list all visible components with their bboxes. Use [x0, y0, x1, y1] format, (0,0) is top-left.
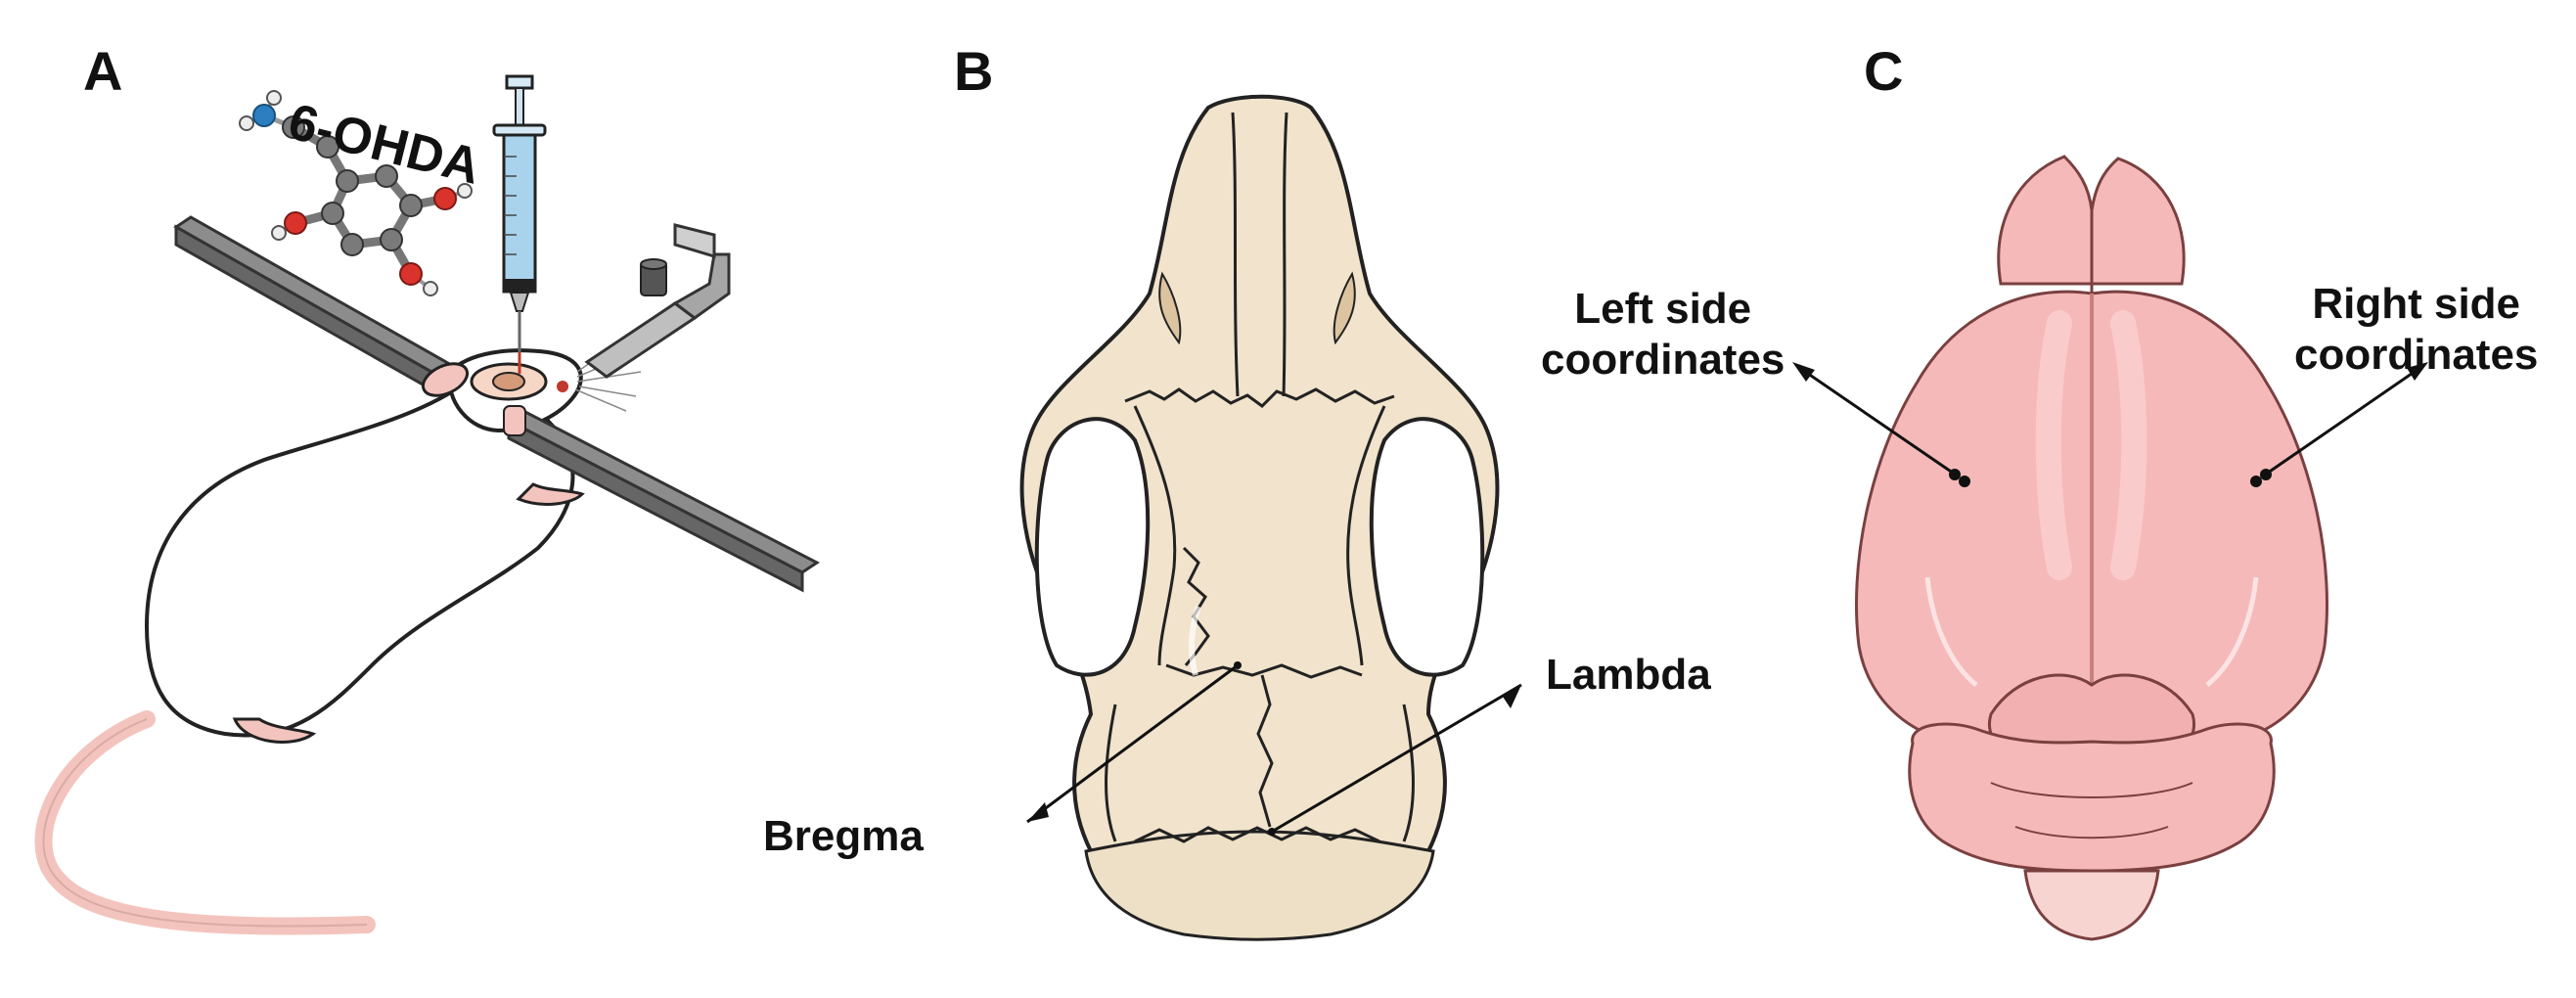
oxygen-atom [284, 211, 307, 235]
right-orbit [1369, 417, 1485, 677]
left-side-coordinates-label: Left side coordinates [1541, 284, 1785, 386]
left-label-line2: coordinates [1541, 336, 1785, 384]
lambda-point [1268, 828, 1276, 836]
rat-eye [557, 381, 568, 392]
panel-a-letter: A [83, 40, 123, 102]
syringe [492, 74, 547, 374]
right-label-line2: coordinates [2294, 331, 2539, 379]
rat-front-paw [516, 482, 585, 506]
panel-c-brain [1792, 155, 2428, 941]
occipital-plate [1084, 830, 1435, 941]
right-label-line1: Right side [2312, 280, 2521, 328]
left-coordinates-arrow [1797, 365, 1961, 479]
panel-c-letter: C [1864, 40, 1904, 102]
rat-hind-paw [232, 717, 317, 744]
right-coordinates-arrow [2260, 365, 2422, 479]
panel-b-skull [1019, 94, 1522, 941]
nitrogen-atom [252, 104, 276, 127]
nose-clamp [584, 223, 731, 379]
panel-a-illustration: 6-OHDA [34, 74, 820, 935]
oxygen-atom [433, 187, 457, 210]
bregma-label: Bregma [763, 812, 924, 860]
brainstem [2023, 869, 2160, 941]
coronal-suture [1124, 387, 1395, 408]
left-label-line1: Left side [1574, 285, 1752, 333]
bregma-point [1234, 661, 1242, 669]
rat-ear [421, 362, 470, 397]
rat-body [144, 384, 575, 738]
oxygen-atom [399, 262, 423, 286]
left-orbit [1034, 417, 1151, 677]
rat-tail [34, 710, 376, 935]
lambda-arrow [1271, 683, 1522, 834]
panel-b-letter: B [954, 40, 994, 102]
lambda-label: Lambda [1546, 651, 1711, 699]
bregma-arrow [1026, 663, 1239, 824]
6-ohda-molecule [239, 90, 473, 296]
right-side-coordinates-label: Right side coordinates [2294, 279, 2538, 381]
lambdoid-suture [1165, 663, 1363, 679]
